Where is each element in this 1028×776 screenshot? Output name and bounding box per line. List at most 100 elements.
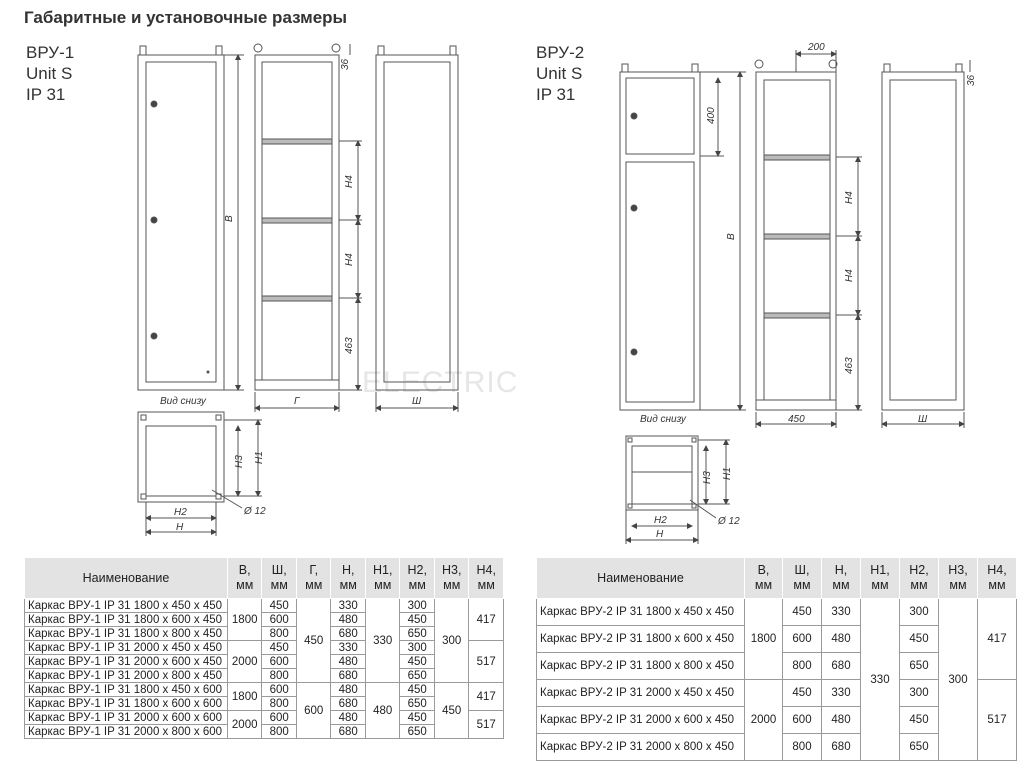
vru1-model-label: ВРУ-1 Unit S IP 31 [26, 43, 75, 104]
col-header: Н2, мм [399, 557, 435, 599]
col-header: Наименование [536, 557, 745, 599]
vru1-dim-463: 463 [344, 337, 355, 354]
vru1-spec-table: Наименование В, мм Ш, мм Г, мм Н, мм Н1,… [24, 557, 504, 739]
h2-cell: 300 [399, 640, 435, 655]
col-header: Н2, мм [899, 557, 939, 599]
h-cell: 480 [330, 612, 366, 627]
table-row: Каркас ВРУ-1 IP 31 2000 x 800 x 600 800 … [24, 724, 504, 739]
vru2-dim-h2: H2 [654, 515, 667, 526]
h-cell: 330 [821, 598, 861, 626]
name-cell: Каркас ВРУ-1 IP 31 2000 x 800 x 450 [24, 668, 228, 683]
h4-cell: 417 [468, 598, 504, 641]
sh-cell: 600 [782, 706, 822, 734]
h2-cell: 450 [399, 612, 435, 627]
h-cell: 480 [330, 654, 366, 669]
vru1-dim-sh: Ш [412, 396, 422, 407]
table-row: Каркас ВРУ-1 IP 31 2000 x 600 x 450 600 … [24, 654, 504, 669]
g-cell: 600 [295, 682, 332, 739]
sh-cell: 450 [782, 598, 822, 626]
vru1-front-view [137, 45, 244, 391]
name-cell: Каркас ВРУ-1 IP 31 1800 x 450 x 450 [24, 598, 228, 613]
vru2-dim-h: H [656, 529, 664, 540]
vru1-dim-g: Г [294, 396, 301, 407]
vru1-bottom-view-label: Вид снизу [160, 396, 207, 407]
vru1-dim-hole: Ø 12 [243, 506, 266, 517]
h4-cell: 417 [977, 598, 1017, 680]
name-cell: Каркас ВРУ-1 IP 31 1800 x 600 x 600 [24, 696, 228, 711]
h-cell: 330 [330, 640, 366, 655]
vru2-dim-h4a: H4 [844, 191, 855, 204]
h-cell: 480 [330, 682, 366, 697]
col-header: Н1, мм [364, 557, 401, 599]
col-header: Г, мм [295, 557, 332, 599]
h2-cell: 450 [899, 706, 939, 734]
col-header: Н4, мм [468, 557, 504, 599]
table-row: Каркас ВРУ-1 IP 31 1800 x 450 x 600 1800… [24, 682, 504, 739]
table-row: Каркас ВРУ-2 IP 31 2000 x 800 x 450 800 … [536, 733, 1017, 761]
h4-cell: 517 [468, 710, 504, 739]
sh-cell: 800 [261, 724, 297, 739]
h-cell: 480 [821, 706, 861, 734]
vru2-dim-h4b: H4 [844, 269, 855, 282]
h2-cell: 450 [399, 682, 435, 697]
vru2-dim-top: 36 [966, 74, 977, 86]
dimension-drawings: В 36 H4 H4 463 Г Ш Вид снизу H3 H1 H2 H … [137, 42, 977, 544]
h-cell: 680 [330, 668, 366, 683]
table-row: Каркас ВРУ-1 IP 31 1800 x 450 x 450 1800… [24, 598, 504, 683]
h2-cell: 300 [899, 679, 939, 707]
table-row: Каркас ВРУ-2 IP 31 1800 x 800 x 450 800 … [536, 652, 1017, 680]
h-cell: 680 [821, 652, 861, 680]
h1-cell: 330 [364, 598, 401, 683]
vru2-model-label: ВРУ-2 Unit S IP 31 [536, 43, 585, 104]
col-header: Наименование [24, 557, 228, 599]
page-title: Габаритные и установочные размеры [24, 8, 348, 27]
col-header: Н, мм [821, 557, 861, 599]
h-cell: 680 [330, 724, 366, 739]
vru2-dim-b: В [726, 233, 737, 240]
table-row: Каркас ВРУ-2 IP 31 2000 x 450 x 450 2000… [536, 679, 1017, 761]
table-row: Каркас ВРУ-1 IP 31 2000 x 600 x 600 2000… [24, 710, 504, 739]
name-cell: Каркас ВРУ-2 IP 31 2000 x 600 x 450 [536, 706, 745, 734]
name-cell: Каркас ВРУ-2 IP 31 1800 x 450 x 450 [536, 598, 745, 626]
h4-cell: 417 [468, 682, 504, 711]
name-cell: Каркас ВРУ-1 IP 31 1800 x 600 x 450 [24, 612, 228, 627]
table-row: Каркас ВРУ-1 IP 31 1800 x 800 x 450 800 … [24, 626, 504, 641]
vru2-dim-sh: Ш [918, 414, 928, 425]
table-row: Каркас ВРУ-1 IP 31 1800 x 600 x 450 600 … [24, 612, 504, 627]
name-cell: Каркас ВРУ-1 IP 31 2000 x 450 x 450 [24, 640, 228, 655]
h3-cell: 300 [433, 598, 470, 683]
h-cell: 480 [821, 625, 861, 653]
h2-cell: 300 [399, 598, 435, 613]
sh-cell: 450 [782, 679, 822, 707]
vru1-dim-h1: H1 [254, 451, 265, 464]
name-cell: Каркас ВРУ-1 IP 31 2000 x 600 x 600 [24, 710, 228, 725]
name-cell: Каркас ВРУ-1 IP 31 1800 x 450 x 600 [24, 682, 228, 697]
h2-cell: 650 [399, 696, 435, 711]
table-row: Каркас ВРУ-1 IP 31 2000 x 450 x 450 2000… [24, 640, 504, 683]
vru1-side-view [375, 45, 459, 412]
vru1-dim-h4a: H4 [344, 175, 355, 188]
table-row: Каркас ВРУ-1 IP 31 1800 x 600 x 600 800 … [24, 696, 504, 711]
h-cell: 680 [330, 696, 366, 711]
b-cell: 1800 [226, 598, 263, 641]
h2-cell: 450 [399, 710, 435, 725]
sh-cell: 800 [782, 733, 822, 761]
sh-cell: 600 [261, 612, 297, 627]
sh-cell: 800 [261, 626, 297, 641]
vru2-dim-h1: H1 [722, 467, 733, 480]
name-cell: Каркас ВРУ-1 IP 31 2000 x 600 x 450 [24, 654, 228, 669]
table-header-row: Наименование В, мм Ш, мм Г, мм Н, мм Н1,… [24, 557, 504, 599]
h2-cell: 450 [399, 654, 435, 669]
vru2-bottom-view [625, 435, 730, 544]
h3-cell: 450 [433, 682, 470, 739]
h-cell: 480 [330, 710, 366, 725]
vru2-frame-view [754, 50, 862, 428]
h-cell: 330 [821, 679, 861, 707]
col-header: Н4, мм [977, 557, 1017, 599]
sh-cell: 600 [261, 654, 297, 669]
name-cell: Каркас ВРУ-2 IP 31 2000 x 450 x 450 [536, 679, 745, 707]
col-header: В, мм [744, 557, 783, 599]
h2-cell: 450 [899, 625, 939, 653]
sh-cell: 600 [782, 625, 822, 653]
h2-cell: 650 [399, 626, 435, 641]
